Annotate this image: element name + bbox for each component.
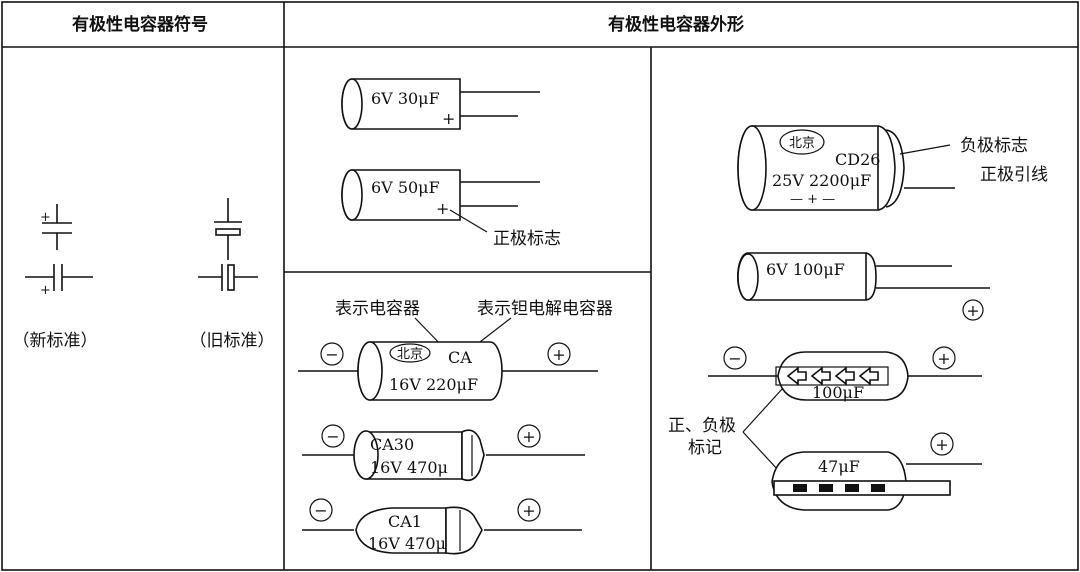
type-code: CA1 (388, 512, 422, 531)
capacitor-47uf-banded: 47μF + (771, 432, 982, 511)
capacitor-label: 6V 100μF (766, 260, 845, 279)
header-appearance: 有极性电容器外形 (608, 14, 744, 35)
plus-sign: + (522, 427, 535, 446)
capacitor-label: 6V 50μF (371, 178, 440, 197)
plus-sign: + (966, 301, 979, 320)
minus-sign: − (325, 345, 338, 364)
capacitor-value: 16V 470μ (368, 534, 446, 553)
old-standard-symbols (198, 198, 258, 291)
new-standard-symbols: + + (25, 204, 93, 298)
old-standard-label: （旧标准） (190, 331, 275, 351)
polarity-mark-label: 正、负极 (668, 416, 736, 436)
polarity-mark-label-2: 标记 (688, 438, 722, 458)
minus-sign: − (326, 427, 339, 446)
capacitor-value: 100μF (812, 383, 864, 402)
capacitor-ca1-16v-470u: CA1 16V 470μ − + (302, 498, 582, 555)
capacitor-value: 16V 470μ (370, 458, 448, 477)
plus-sign: + (40, 210, 51, 225)
capacitor-type-label: 表示电容器 (335, 299, 420, 319)
type-code: CD26 (835, 150, 880, 169)
capacitor-6v-50uf: 6V 50μF + (341, 169, 540, 233)
positive-mark-label: 正极标志 (493, 229, 561, 249)
type-code: CA30 (370, 435, 414, 454)
type-code: CA (448, 348, 472, 367)
capacitor-label: 6V 30μF (371, 89, 440, 108)
capacitor-ca-16v-220uf: 北京 CA 16V 220μF − + (298, 341, 598, 401)
plus-sign: + (552, 345, 565, 364)
capacitor-value: 16V 220μF (389, 375, 478, 394)
plus-sign: + (436, 199, 449, 218)
capacitor-6v-30uf: 6V 30μF + (341, 78, 540, 130)
negative-mark-label: 负极标志 (960, 136, 1028, 156)
header-symbol: 有极性电容器符号 (72, 14, 208, 35)
plus-sign: + (522, 501, 535, 520)
capacitor-value: 47μF (818, 457, 860, 476)
capacitor-100uf-marked: 100μF − + (708, 346, 982, 402)
plus-sign: + (40, 283, 51, 298)
polarity-marks: — + — (790, 192, 835, 207)
plus-sign: + (442, 109, 455, 128)
plus-sign: + (937, 349, 950, 368)
capacitor-value: 25V 2200μF (772, 171, 871, 190)
minus-sign: − (314, 501, 327, 520)
beijing-mark: 北京 (789, 136, 815, 151)
tantalum-type-label: 表示钽电解电容器 (477, 299, 613, 319)
beijing-mark: 北京 (397, 347, 423, 362)
new-standard-label: （新标准） (13, 331, 98, 351)
plus-sign: + (935, 435, 948, 454)
capacitor-6v-100uf: 6V 100μF + (737, 252, 990, 321)
positive-lead-label: 正极引线 (980, 165, 1048, 185)
capacitor-cd26-25v-2200uf: 北京 CD26 25V 2200μF — + — (737, 125, 955, 211)
capacitor-ca30-16v-470u: CA30 16V 470μ − + (302, 424, 585, 482)
minus-sign: − (728, 349, 741, 368)
